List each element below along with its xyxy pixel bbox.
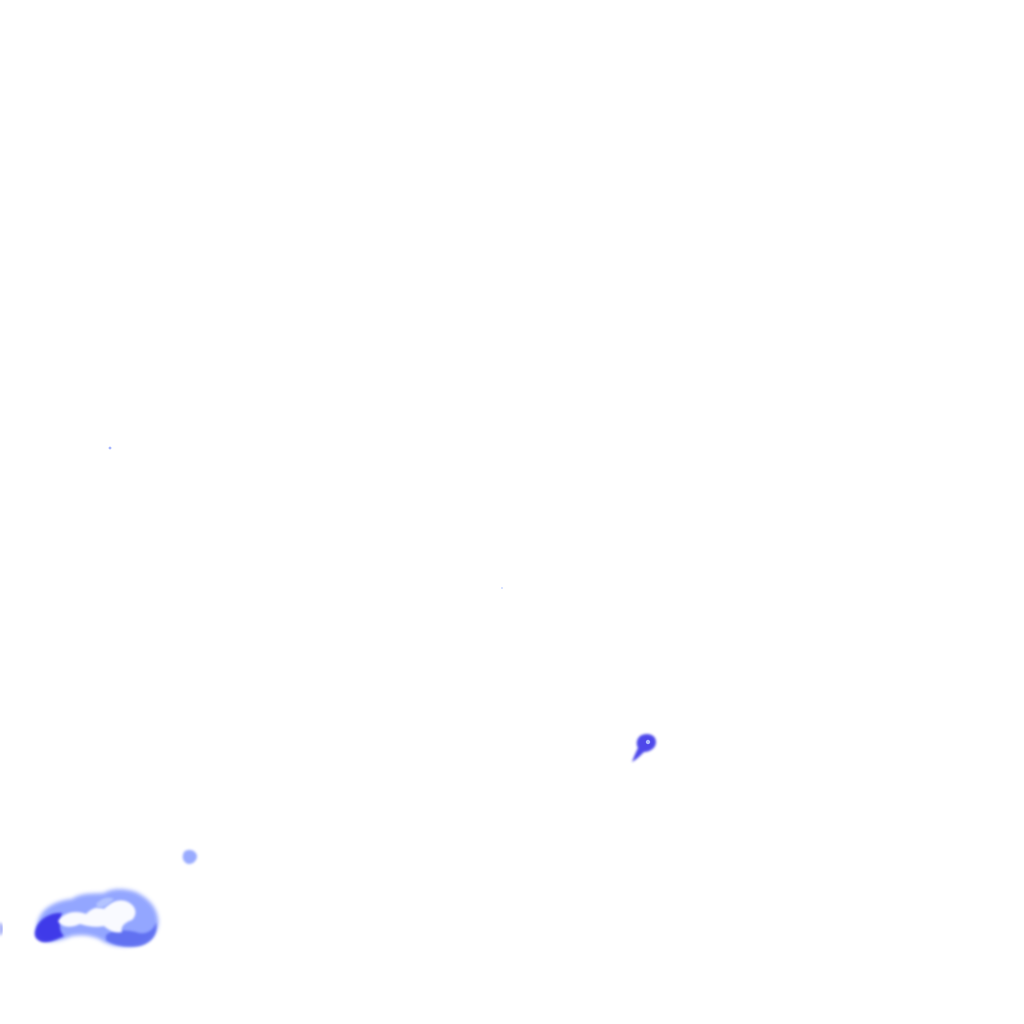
precipitation-cell-edge (0, 922, 3, 936)
precipitation-cell-large (34, 889, 159, 947)
precipitation-cell-center (632, 734, 656, 762)
precipitation-cell-small (182, 849, 197, 865)
precipitation-speckles (108, 446, 503, 589)
